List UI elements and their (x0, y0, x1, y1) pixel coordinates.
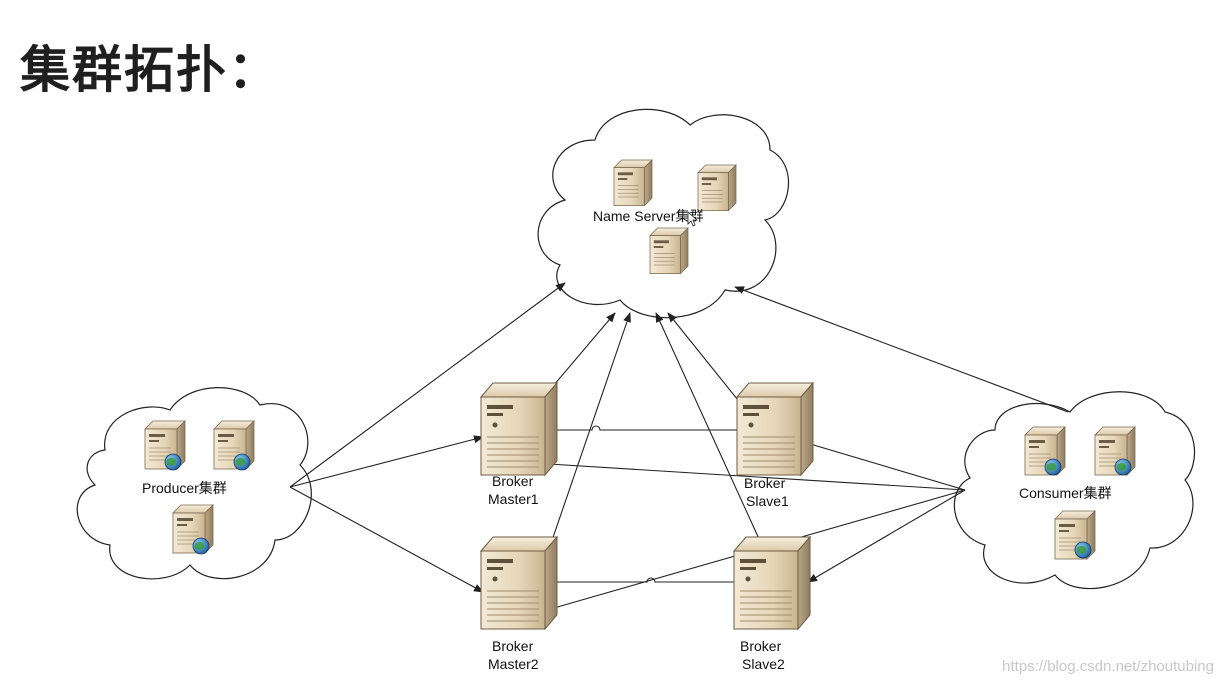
edge-consumer-to-slave1 (789, 436, 966, 491)
edge-master2-to-slave2 (520, 577, 771, 586)
broker-slave2-server (733, 536, 811, 630)
connection-lines (289, 282, 1069, 614)
edge-consumer-to-slave2 (807, 489, 966, 583)
edge-consumer-to-master1 (532, 459, 966, 491)
globe-icon (1044, 458, 1062, 476)
producer-cluster-label: Producer集群 (142, 480, 227, 496)
broker-slave2-label-line1: Broker (740, 638, 782, 654)
broker-master2-label-line1: Broker (492, 638, 534, 654)
broker-slave1-label-line1: Broker (744, 475, 786, 491)
edge-producer-to-master1 (289, 435, 484, 488)
broker-master2-server (480, 536, 558, 630)
name-server-node-3 (649, 227, 689, 275)
watermark: https://blog.csdn.net/zhoutubing (1002, 658, 1214, 675)
broker-master1-label-line2: Master1 (488, 491, 539, 507)
globe-icon (192, 537, 210, 555)
edge-master1-to-slave1 (520, 425, 776, 434)
broker-master1-label-line1: Broker (492, 473, 534, 489)
consumer-cluster-label: Consumer集群 (1019, 485, 1112, 501)
edge-slave2-to-nameserver (655, 312, 766, 553)
edge-consumer-to-nameserver (734, 286, 1069, 413)
page-title: 集群拓扑： (20, 41, 280, 99)
broker-slave2-label-line2: Slave2 (742, 656, 785, 672)
mouse-cursor-icon (687, 211, 699, 227)
broker-master2-label-line2: Master2 (488, 656, 539, 672)
globe-icon (233, 453, 251, 471)
edge-producer-to-nameserver (289, 282, 566, 488)
edge-producer-to-master2 (289, 486, 484, 593)
broker-master1-server (480, 382, 558, 476)
broker-slave1-label-line2: Slave1 (746, 493, 789, 509)
globe-icon (1114, 458, 1132, 476)
name-server-cluster-label: Name Server集群 (593, 208, 703, 224)
globe-icon (1074, 541, 1092, 559)
name-server-node-2 (697, 164, 737, 212)
globe-icon (164, 453, 182, 471)
broker-slave1-server (736, 382, 814, 476)
name-server-node-1 (613, 159, 653, 207)
edge-master2-to-nameserver (547, 312, 631, 553)
